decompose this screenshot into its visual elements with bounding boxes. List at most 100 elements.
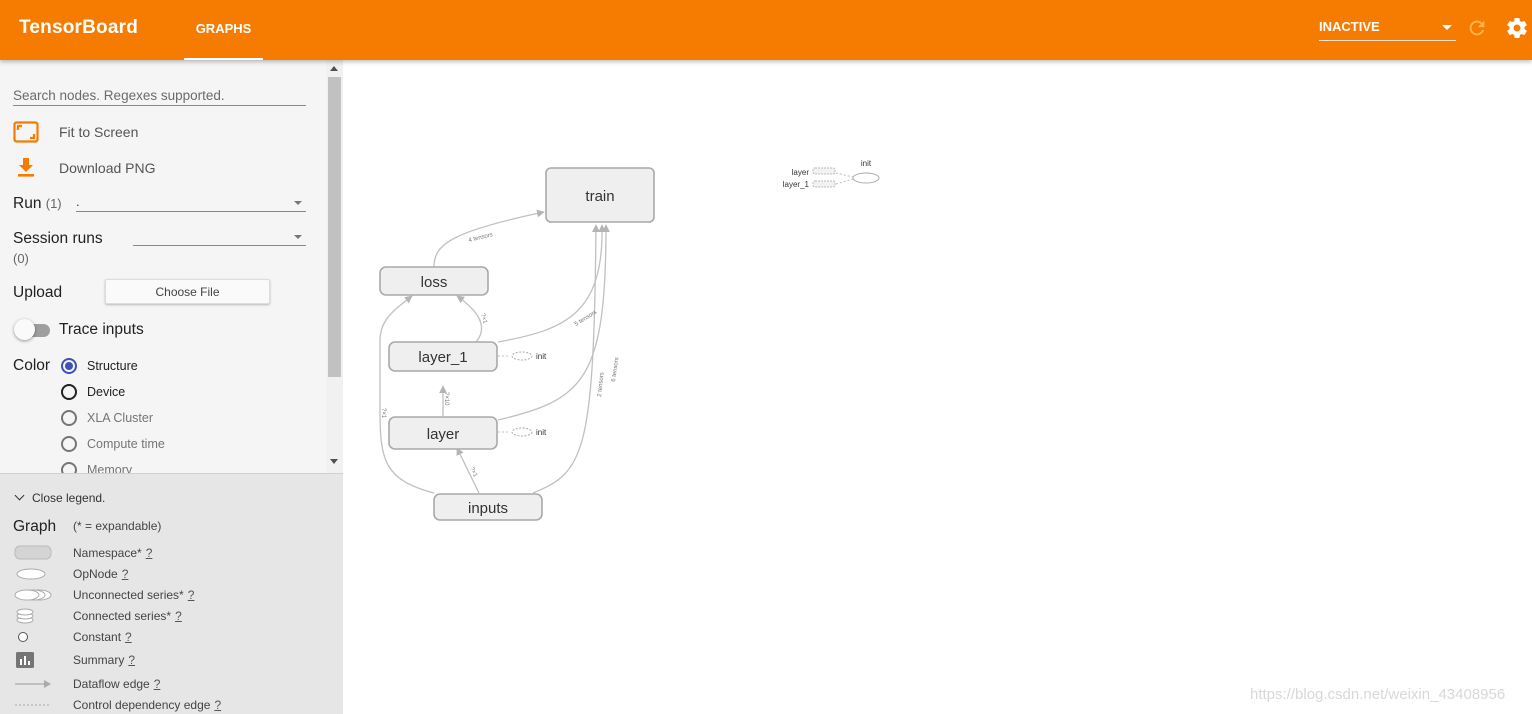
init-stub-layer[interactable]: init <box>511 427 547 437</box>
reload-icon[interactable] <box>1466 17 1488 39</box>
legend-item-opnode: OpNode? <box>0 565 343 583</box>
chevron-down-icon <box>14 490 25 501</box>
init-opnode[interactable] <box>852 172 880 184</box>
edge-label: 6 tensors <box>611 357 620 382</box>
close-legend-button[interactable]: Close legend. <box>14 490 105 505</box>
node-label: loss <box>421 274 448 291</box>
edge-layer1-train <box>497 224 607 343</box>
sidebar: Fit to Screen Download PNG Run (1) . Ses… <box>0 60 343 714</box>
edge-inputs-train <box>532 224 600 494</box>
legend-item-control-dependency-edge: Control dependency edge? <box>0 696 343 714</box>
edge-layer1-loss <box>456 295 483 343</box>
help-link[interactable]: ? <box>175 609 182 623</box>
legend-item-label: Control dependency edge <box>73 698 211 712</box>
node-layer-1[interactable]: layer_1 <box>388 341 498 372</box>
legend-item-label: Summary <box>73 653 125 667</box>
run-status-value: INACTIVE <box>1319 19 1380 34</box>
run-status-select[interactable]: INACTIVE <box>1319 16 1456 41</box>
legend-item-label: OpNode <box>73 567 118 581</box>
help-link[interactable]: ? <box>125 630 132 644</box>
init-label: init <box>536 428 547 437</box>
node-train[interactable]: train <box>545 167 655 223</box>
aux-layer-stub[interactable] <box>812 167 836 175</box>
legend-item-label: Unconnected series* <box>73 588 184 602</box>
sidebar-scrollbar[interactable] <box>326 60 343 473</box>
tab-graphs[interactable]: GRAPHS <box>184 0 263 60</box>
node-label: layer <box>427 426 460 443</box>
sidebar-controls: Fit to Screen Download PNG Run (1) . Ses… <box>0 60 326 473</box>
app-title: TensorBoard <box>19 17 139 38</box>
legend-item-namespace: Namespace*? <box>0 544 343 562</box>
choose-file-button[interactable]: Choose File <box>105 279 270 304</box>
dataflow-edge-icon <box>15 680 51 688</box>
radio-button <box>61 410 77 426</box>
edge-label: ?×1 <box>479 313 488 325</box>
edge-inputs-layer <box>456 447 480 494</box>
color-label: Color <box>13 357 51 374</box>
upload-label: Upload <box>13 284 63 301</box>
run-select[interactable]: . <box>76 194 306 212</box>
node-inputs[interactable]: inputs <box>433 493 543 521</box>
fit-to-screen-label: Fit to Screen <box>59 124 139 140</box>
connected-series-icon <box>16 608 34 624</box>
opnode-icon <box>16 568 46 580</box>
aux-layer-1-stub[interactable] <box>812 180 836 188</box>
unconnected-series-icon <box>14 589 52 601</box>
scroll-thumb[interactable] <box>328 77 341 377</box>
help-link[interactable]: ? <box>121 567 129 581</box>
legend-title: Graph <box>13 518 57 535</box>
run-label: Run <box>13 195 42 212</box>
download-png-label: Download PNG <box>59 160 156 176</box>
watermark-text: https://blog.csdn.net/weixin_43408956 <box>1250 686 1506 703</box>
radio-label: Device <box>87 385 126 399</box>
edge-label: 2 tensors <box>597 372 606 397</box>
fit-to-screen-button[interactable]: Fit to Screen <box>13 121 173 143</box>
graph-svg[interactable]: 4 tensors 5 tensors 6 tensors 2 tensors … <box>344 60 1532 714</box>
edge-label: ?×1 <box>468 466 478 478</box>
session-runs-label: Session runs <box>13 230 103 247</box>
radio-button <box>61 358 77 374</box>
run-select-value: . <box>76 194 80 209</box>
fit-screen-icon <box>13 121 39 143</box>
control-edge-icon <box>15 704 51 706</box>
edge-aux-layer1-init <box>835 178 854 185</box>
help-link[interactable]: ? <box>145 546 153 560</box>
edge-inputs-loss <box>379 295 435 494</box>
init-stub-layer-1[interactable]: init <box>511 351 547 361</box>
scroll-down-arrow-icon[interactable] <box>330 459 338 464</box>
aux-init-cluster[interactable]: init layer layer_1 <box>783 159 880 189</box>
top-toolbar: TensorBoard GRAPHS INACTIVE <box>0 0 1532 60</box>
aux-layer-1-label: layer_1 <box>783 180 810 189</box>
toggle-knob <box>14 319 35 340</box>
active-tab-indicator <box>184 58 263 60</box>
init-label: init <box>536 352 547 361</box>
gear-icon[interactable] <box>1505 16 1529 40</box>
legend-item-dataflow-edge: Dataflow edge? <box>0 675 343 693</box>
legend-item-label: Namespace* <box>73 546 142 560</box>
legend-item-unconnected-series: Unconnected series*? <box>0 586 343 604</box>
search-input[interactable] <box>13 86 306 106</box>
legend-item-constant: Constant? <box>0 628 343 646</box>
legend-item-connected-series: Connected series*? <box>0 607 343 625</box>
help-link[interactable]: ? <box>214 698 222 712</box>
help-link[interactable]: ? <box>187 588 195 602</box>
tab-graphs-label: GRAPHS <box>195 21 252 36</box>
node-layer[interactable]: layer <box>388 416 498 450</box>
radio-button <box>61 384 77 400</box>
scroll-up-arrow-icon[interactable] <box>330 66 338 71</box>
node-loss[interactable]: loss <box>379 266 489 296</box>
trace-inputs-toggle[interactable] <box>14 319 50 341</box>
edge-aux-layer-init <box>835 172 854 178</box>
help-link[interactable]: ? <box>153 677 161 691</box>
session-runs-select[interactable] <box>133 228 306 246</box>
edge-label: ?×10 <box>443 392 449 406</box>
edge-label: 4 tensors <box>468 232 493 244</box>
legend-item-label: Connected series* <box>73 609 172 623</box>
download-png-button[interactable]: Download PNG <box>13 157 173 179</box>
graph-legend: Close legend. Graph (* = expandable) Nam… <box>0 473 343 714</box>
run-field-label: Run (1) <box>13 195 62 213</box>
node-label: train <box>585 188 614 205</box>
help-link[interactable]: ? <box>128 653 136 667</box>
radio-label: Compute time <box>87 437 165 451</box>
graph-canvas[interactable]: 4 tensors 5 tensors 6 tensors 2 tensors … <box>344 60 1532 714</box>
